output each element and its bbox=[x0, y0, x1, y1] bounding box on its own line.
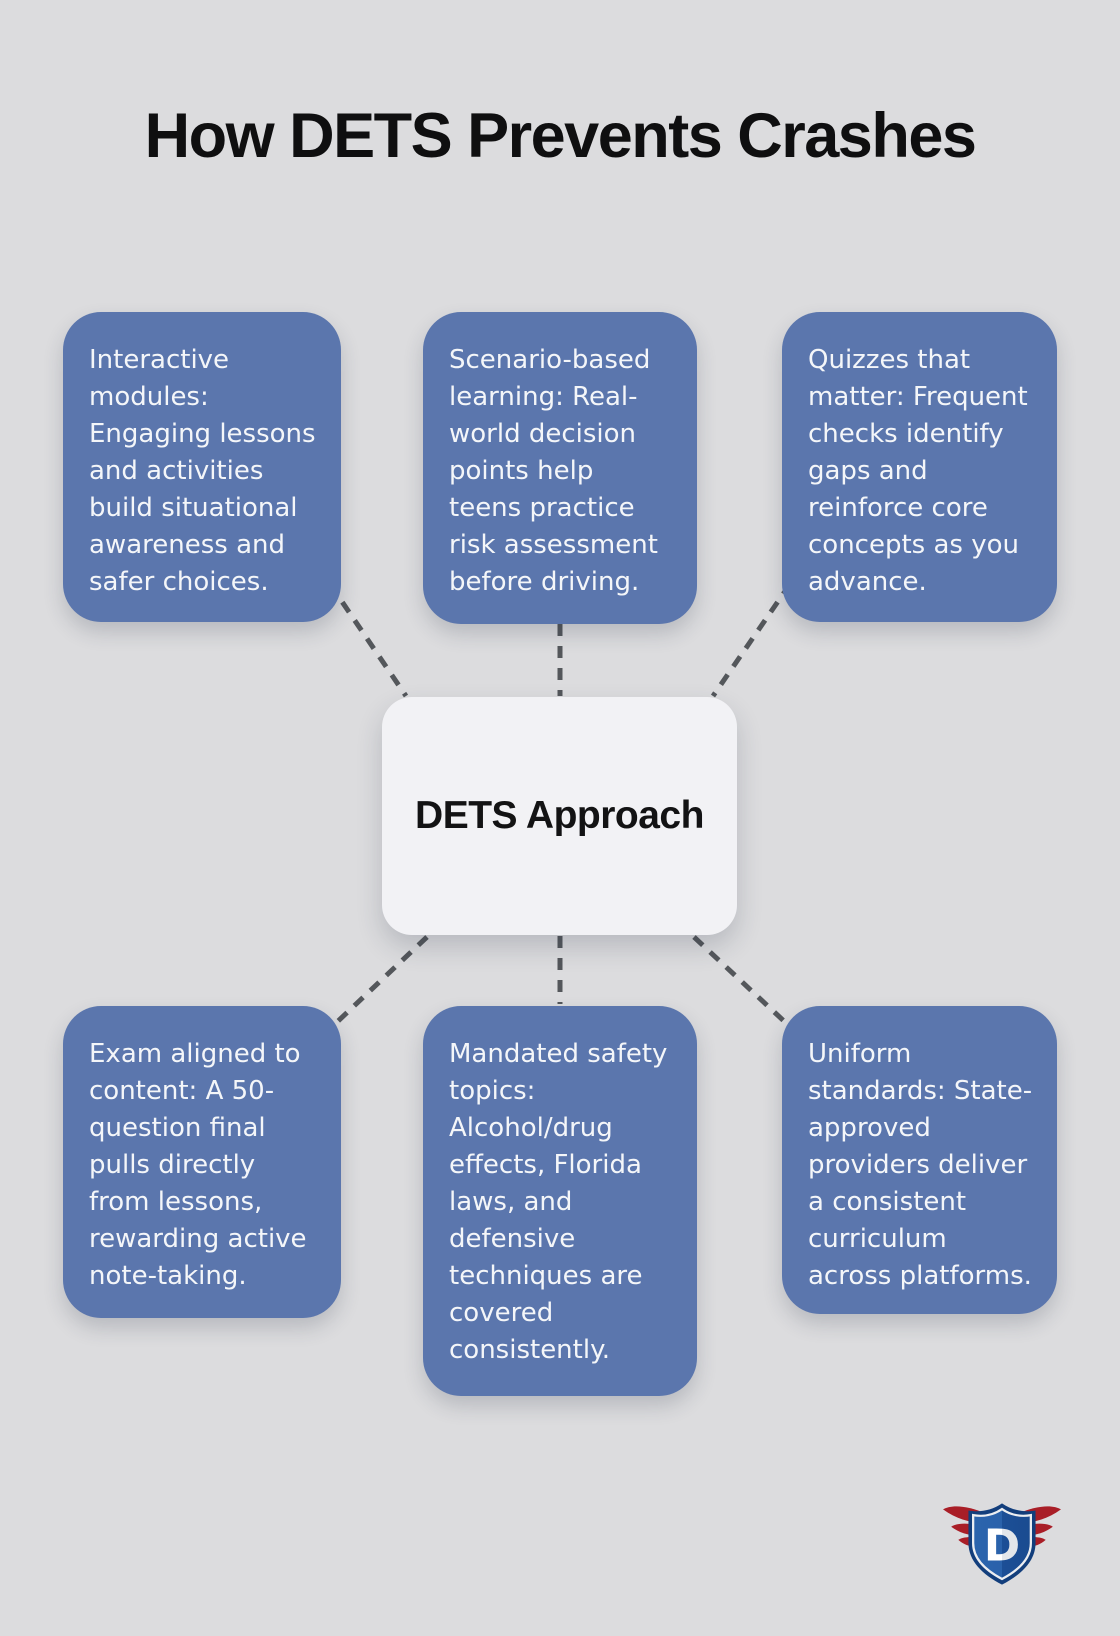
node-exam-aligned-to-content: Exam aligned to content: A 50-question f… bbox=[63, 1006, 341, 1318]
center-node-dets-approach: DETS Approach bbox=[382, 697, 737, 935]
node-text: Mandated safety topics: Alcohol/drug eff… bbox=[449, 1039, 668, 1365]
node-text: Quizzes that matter: Frequent checks ide… bbox=[808, 345, 1028, 597]
node-text: Interactive modules: Engaging lessons an… bbox=[89, 345, 316, 597]
center-node-label: DETS Approach bbox=[415, 794, 704, 837]
node-interactive-modules: Interactive modules: Engaging lessons an… bbox=[63, 312, 341, 622]
dets-shield-logo-icon: D bbox=[943, 1503, 1061, 1585]
connector-top-left-line bbox=[327, 582, 409, 698]
node-scenario-based-learning: Scenario-based learning: Real-world deci… bbox=[423, 312, 697, 624]
connector-top-right-line bbox=[710, 582, 793, 698]
node-text: Uniform standards: State-approved provid… bbox=[808, 1039, 1033, 1291]
connector-bottom-left-line bbox=[334, 935, 429, 1025]
node-text: Exam aligned to content: A 50-question f… bbox=[89, 1039, 307, 1291]
node-quizzes-that-matter: Quizzes that matter: Frequent checks ide… bbox=[782, 312, 1057, 622]
connector-bottom-right-line bbox=[692, 935, 788, 1025]
node-text: Scenario-based learning: Real-world deci… bbox=[449, 345, 658, 597]
node-mandated-safety-topics: Mandated safety topics: Alcohol/drug eff… bbox=[423, 1006, 697, 1396]
node-uniform-standards: Uniform standards: State-approved provid… bbox=[782, 1006, 1057, 1314]
page-title: How DETS Prevents Crashes bbox=[144, 101, 977, 171]
logo-letter: D bbox=[984, 1520, 1020, 1571]
